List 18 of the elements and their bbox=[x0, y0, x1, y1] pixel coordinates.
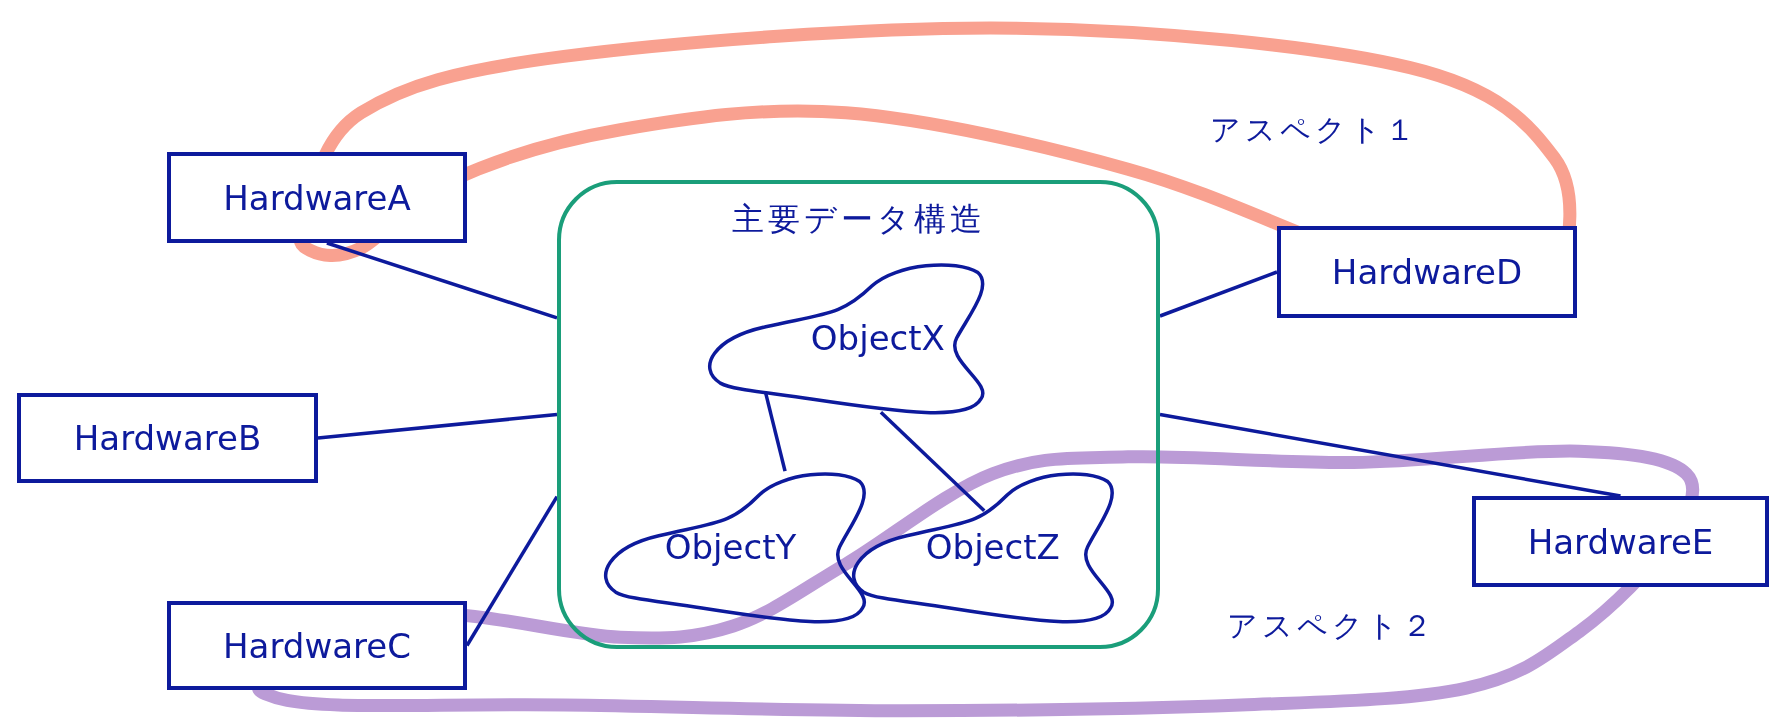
connector-line bbox=[1159, 270, 1278, 318]
object-name: ObjectZ bbox=[925, 527, 1060, 567]
connector-line bbox=[879, 411, 986, 512]
aspect-label: アスペクト２ bbox=[1226, 606, 1436, 645]
hardware-box: HardwareB bbox=[17, 393, 318, 483]
group-title: 主要データ構造 bbox=[730, 199, 987, 240]
connector-line bbox=[317, 412, 558, 440]
hardware-box: HardwareE bbox=[1472, 496, 1769, 587]
object-name: ObjectY bbox=[664, 527, 797, 567]
connector-line bbox=[1159, 412, 1621, 498]
object-name: ObjectX bbox=[810, 318, 945, 358]
hardware-box: HardwareA bbox=[167, 152, 467, 243]
connector-line bbox=[326, 241, 558, 320]
hardware-box: HardwareD bbox=[1277, 226, 1577, 318]
group-frame bbox=[557, 180, 1160, 649]
hardware-box: HardwareC bbox=[167, 601, 467, 690]
connector-line bbox=[764, 392, 787, 472]
aspect-label: アスペクト１ bbox=[1209, 110, 1419, 149]
